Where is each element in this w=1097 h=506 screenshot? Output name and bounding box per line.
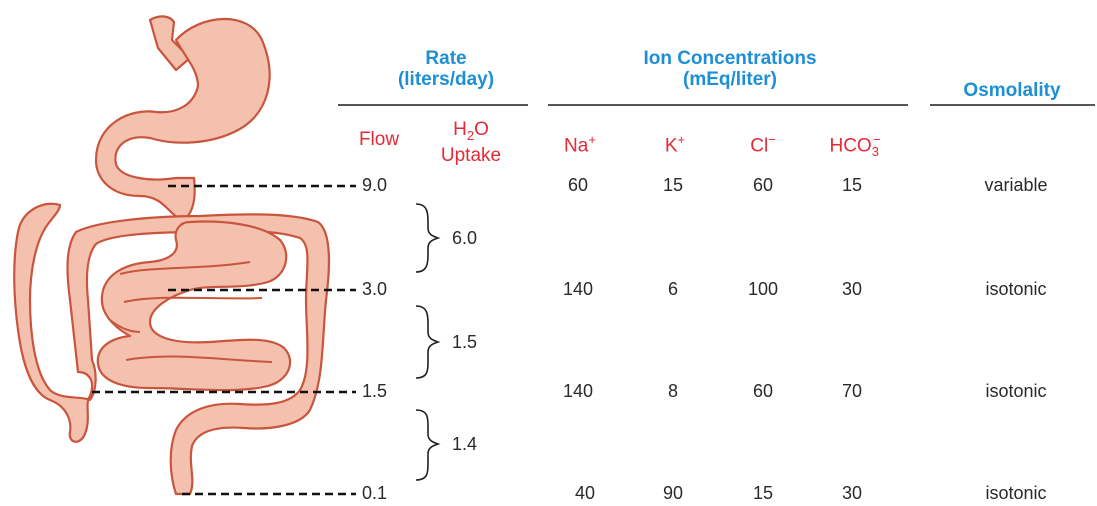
- osmolality-value: variable: [984, 175, 1048, 195]
- header-osmolality-text: Osmolality: [963, 80, 1061, 101]
- osmolality-value: isotonic: [985, 483, 1047, 503]
- uptake-value: 1.4: [452, 434, 478, 454]
- header-ions-line1: Ion Concentrations: [643, 48, 817, 69]
- cl-value: 15: [752, 483, 774, 503]
- header-rate-line1: Rate: [425, 48, 467, 69]
- k-value: 8: [667, 381, 679, 401]
- header-rate-line2: (liters/day): [397, 69, 495, 90]
- cl-value: 60: [752, 175, 774, 195]
- k-value: 15: [662, 175, 684, 195]
- hco3-value: 30: [841, 483, 863, 503]
- subheader-h2o-uptake: H2O Uptake: [426, 120, 516, 166]
- rule-osmolality: [930, 104, 1095, 106]
- uptake-value: 1.5: [452, 332, 478, 352]
- header-osmolality: Osmolality: [932, 80, 1092, 101]
- brace-6-0: [415, 203, 441, 273]
- subheader-na: Na+: [564, 132, 596, 157]
- rule-rate: [338, 104, 528, 106]
- na-value: 40: [574, 483, 596, 503]
- na-value: 140: [562, 279, 594, 299]
- small-intestine-shape: [96, 220, 292, 392]
- subheader-hco3: HCO3−: [829, 132, 881, 160]
- k-value: 6: [667, 279, 679, 299]
- subheader-flow: Flow: [358, 129, 400, 150]
- large-intestine-shape: [13, 202, 331, 496]
- osmolality-value: isotonic: [985, 279, 1047, 299]
- flow-value: 3.0: [362, 279, 388, 299]
- hco3-value: 15: [841, 175, 863, 195]
- na-value: 140: [562, 381, 594, 401]
- stomach-shape: [94, 17, 271, 220]
- flow-value: 1.5: [362, 381, 388, 401]
- subheader-cl: Cl−: [750, 132, 776, 157]
- esophagus-shape: [148, 15, 192, 72]
- subheader-uptake: Uptake: [440, 144, 502, 166]
- subheader-k: K+: [664, 132, 686, 157]
- rule-ions: [548, 104, 908, 106]
- flow-value: 0.1: [362, 483, 388, 503]
- na-value: 60: [567, 175, 589, 195]
- brace-1-5: [415, 305, 441, 379]
- hco3-value: 30: [841, 279, 863, 299]
- cl-value: 100: [747, 279, 779, 299]
- subheader-h2o: H2O: [453, 119, 489, 143]
- hco3-value: 70: [841, 381, 863, 401]
- cl-value: 60: [752, 381, 774, 401]
- uptake-value: 6.0: [452, 228, 478, 248]
- k-value: 90: [662, 483, 684, 503]
- brace-1-4: [415, 409, 441, 481]
- header-ions-line2: (mEq/liter): [683, 69, 777, 90]
- header-rate: Rate (liters/day): [352, 48, 540, 90]
- flow-value: 9.0: [362, 175, 388, 195]
- osmolality-value: isotonic: [985, 381, 1047, 401]
- header-ion-concentrations: Ion Concentrations (mEq/liter): [600, 48, 860, 90]
